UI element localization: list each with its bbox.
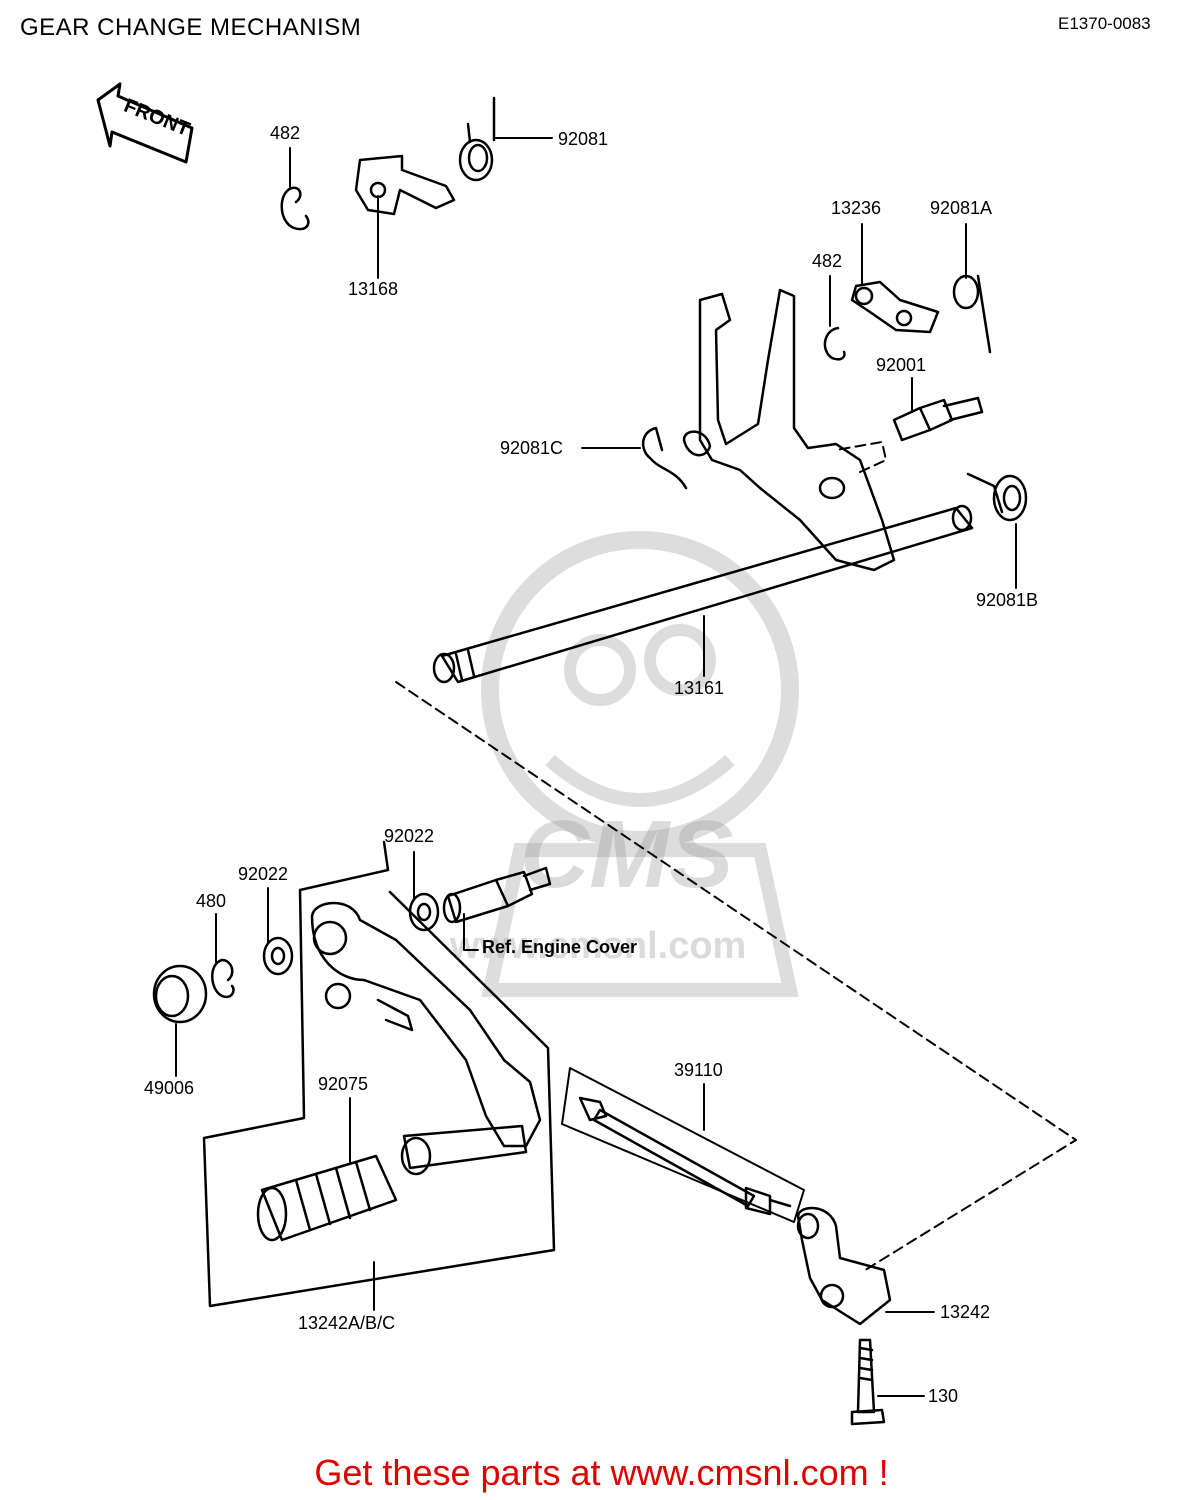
callout-13242: 13242	[940, 1302, 991, 1322]
bracket-outline	[202, 840, 556, 1308]
callout-92001: 92001	[876, 355, 927, 375]
callout-92075: 92075	[318, 1074, 369, 1094]
callout-480: 480	[196, 891, 227, 911]
reference-lines	[395, 441, 1077, 1273]
washer-92022-left	[262, 936, 294, 976]
callout-92081B: 92081B	[976, 590, 1039, 610]
watermark-url: www.cmsnl.com	[450, 925, 747, 967]
circlip-482-top	[280, 186, 310, 231]
callout-482-top: 482	[270, 123, 301, 143]
footer-link[interactable]: Get these parts at www.cmsnl.com !	[314, 1452, 889, 1493]
clip-480	[211, 958, 235, 999]
washer-92022-right	[408, 892, 440, 932]
front-arrow-icon: FRONT	[96, 82, 194, 164]
callout-49006: 49006	[144, 1078, 195, 1098]
rubber-92075	[256, 1154, 398, 1242]
callout-92022-right: 92022	[384, 826, 435, 846]
callout-39110: 39110	[674, 1060, 723, 1080]
spring-92081C	[642, 426, 688, 490]
bolt-130	[850, 1338, 886, 1426]
diagram-code: E1370-0083	[1058, 14, 1151, 33]
callout-92081: 92081	[558, 129, 609, 149]
plate-13168	[354, 154, 456, 216]
callout-482-mid: 482	[812, 251, 843, 271]
circlip-482-mid	[823, 326, 846, 361]
callout-13236: 13236	[831, 198, 882, 218]
callout-13242ABC: 13242A/B/C	[298, 1313, 396, 1333]
shift-arm-assembly	[682, 288, 896, 572]
spring-92081	[458, 96, 496, 182]
tie-rod-39110	[561, 1067, 805, 1223]
callout-92022-left: 92022	[238, 864, 289, 884]
plate-13236	[850, 280, 940, 334]
leader-lines	[175, 137, 1017, 1397]
callout-92081C: 92081C	[500, 438, 564, 458]
callout-92081A: 92081A	[930, 198, 993, 218]
callout-130: 130	[928, 1386, 959, 1406]
bolt-92001	[892, 396, 984, 442]
page-title: GEAR CHANGE MECHANISM	[20, 14, 362, 41]
spring-92081A	[952, 274, 992, 354]
shift-shaft-13161	[432, 504, 974, 684]
joint-13242	[796, 1206, 892, 1326]
callout-13168: 13168	[348, 279, 399, 299]
svg-text:FRONT: FRONT	[121, 95, 193, 141]
reference-note: Ref. Engine Cover	[482, 937, 638, 957]
pedal-arm-13242	[310, 901, 542, 1176]
callout-13161: 13161	[674, 678, 725, 698]
pivot-bolt	[442, 866, 552, 951]
watermark-mascot	[481, 531, 799, 997]
nut-49006	[152, 964, 208, 1024]
watermark-brand: CMS	[520, 801, 734, 908]
spring-92081B	[966, 472, 1028, 522]
